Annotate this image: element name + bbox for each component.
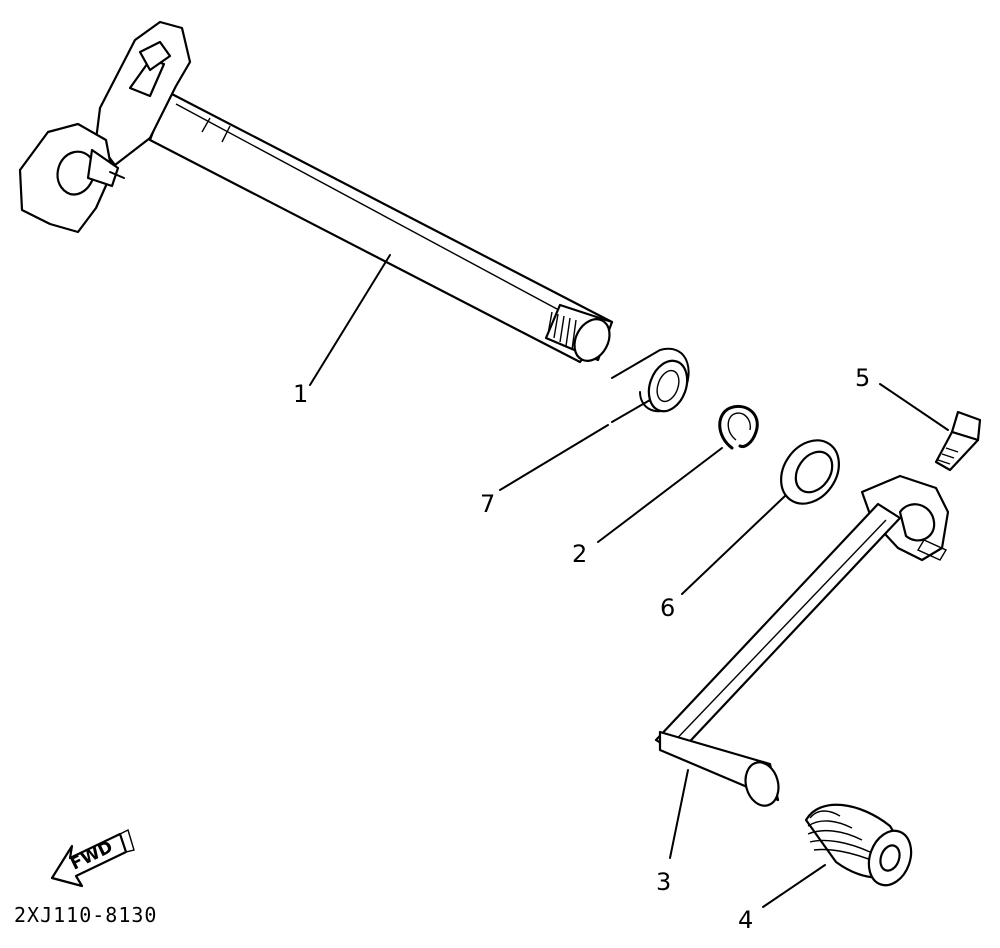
leader-line-1 bbox=[309, 254, 391, 386]
callout-4: 4 bbox=[738, 906, 753, 934]
leader-line-4 bbox=[762, 864, 826, 908]
bolt-part bbox=[934, 410, 982, 472]
leader-line-5 bbox=[879, 383, 949, 431]
oil-seal-part bbox=[780, 439, 840, 505]
leader-line-2 bbox=[597, 447, 723, 543]
circlip-part bbox=[718, 405, 759, 450]
pedal-rubber-part bbox=[804, 803, 913, 887]
leader-line-6 bbox=[681, 495, 786, 595]
leader-line-3 bbox=[669, 769, 689, 859]
leader-lines bbox=[309, 254, 949, 908]
shift-pedal-part bbox=[654, 474, 950, 807]
callout-7: 7 bbox=[480, 490, 495, 518]
callout-2: 2 bbox=[572, 540, 587, 568]
callout-labels: 1 2 3 4 5 6 7 bbox=[293, 364, 870, 934]
diagram-code: 2XJ110-8130 bbox=[14, 903, 157, 927]
callout-5: 5 bbox=[855, 364, 870, 392]
callout-1: 1 bbox=[293, 380, 308, 408]
fwd-arrow-icon: FWD bbox=[50, 829, 135, 888]
leader-line-7 bbox=[499, 424, 609, 491]
return-spring-part bbox=[611, 347, 690, 423]
callout-3: 3 bbox=[656, 868, 671, 896]
callout-6: 6 bbox=[660, 594, 675, 622]
shift-shaft-part bbox=[18, 20, 614, 364]
